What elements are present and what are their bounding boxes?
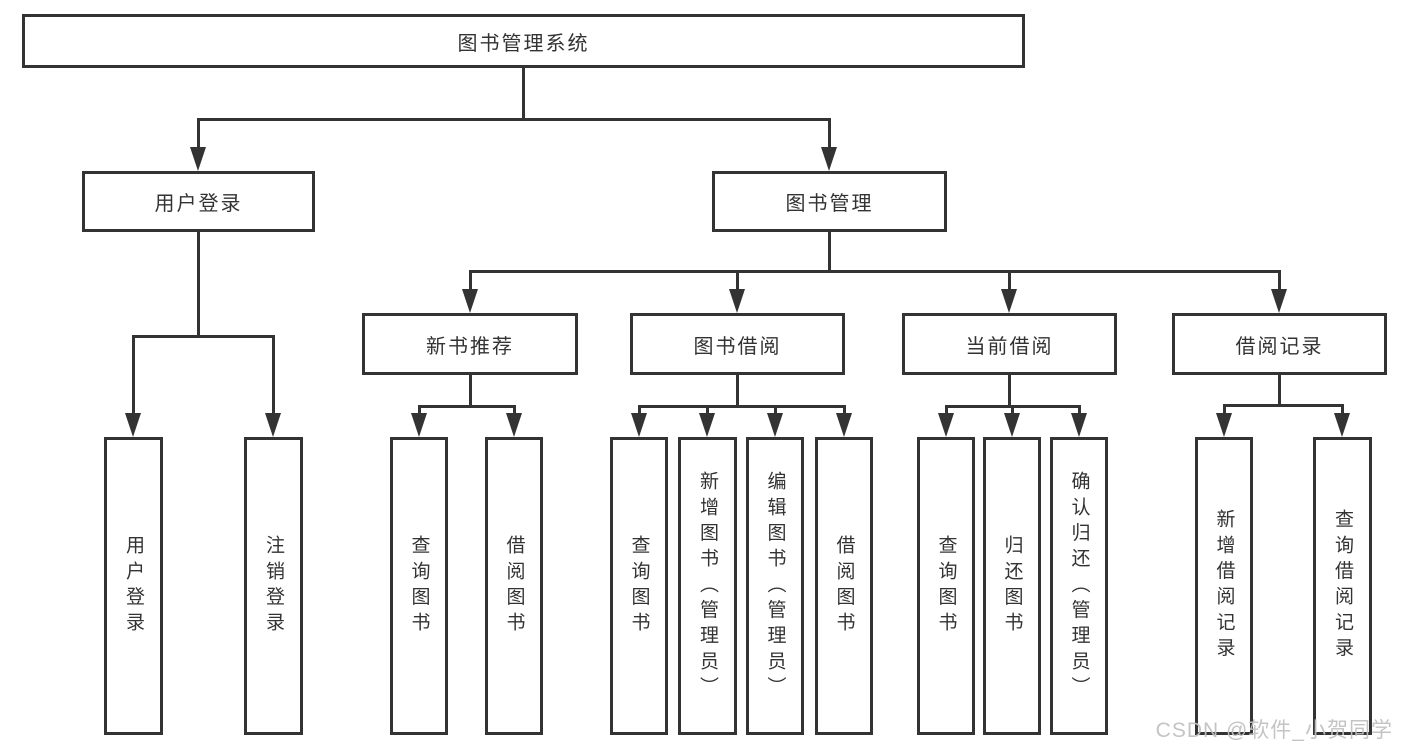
arrow-down-icon [1071,413,1087,437]
arrow-down-icon [190,147,206,171]
connector-vline [1223,404,1226,417]
arrow-down-icon [1004,413,1020,437]
leaf-edit-books-admin: 编辑图书（管理员） [746,437,804,735]
connector-hline [638,405,846,408]
node-user-login: 用户登录 [82,171,315,232]
connector-vline [945,405,948,417]
node-label: 借阅图书 [833,534,855,638]
leaf-add-books-admin: 新增图书（管理员） [678,437,737,735]
arrow-down-icon [836,413,852,437]
node-label: 查询借阅记录 [1332,509,1353,663]
arrow-down-icon [506,413,522,437]
node-book-borrowing: 图书借阅 [630,313,845,375]
connector-vline [132,335,135,417]
connector-vline [828,232,831,270]
node-label: 查询图书 [935,534,957,638]
arrow-down-icon [699,413,715,437]
node-label: 新书推荐 [426,335,514,358]
connector-vline [736,375,739,405]
connector-vline [1078,405,1081,417]
node-label: 图书借阅 [693,335,782,358]
connector-vline [522,68,525,118]
connector-vline [706,405,709,417]
arrow-down-icon [411,413,427,437]
leaf-query-borrow-record: 查询借阅记录 [1313,437,1372,735]
node-label: 用户登录 [154,193,243,215]
connector-vline [469,270,472,293]
node-label: 当前借阅 [965,335,1054,358]
leaf-borrow-books-recommend: 借阅图书 [485,437,543,735]
node-library-system: 图书管理系统 [22,14,1025,68]
node-label: 借阅图书 [503,534,525,638]
node-label: 用户登录 [123,534,144,638]
connector-hline [1223,404,1344,407]
connector-vline [1008,270,1011,293]
node-book-management: 图书管理 [712,171,947,232]
leaf-query-books-borrowing: 查询图书 [610,437,668,735]
connector-hline [132,335,274,338]
node-label: 查询图书 [628,534,650,638]
arrow-down-icon [767,413,783,437]
node-label: 借阅记录 [1235,335,1324,358]
arrow-down-icon [265,413,281,437]
node-current-borrowing: 当前借阅 [902,313,1117,375]
leaf-return-books: 归还图书 [983,437,1041,735]
leaf-logout: 注销登录 [244,437,303,735]
arrow-down-icon [1001,289,1017,313]
node-label: 确认归还（管理员） [1068,470,1090,702]
connector-vline [1278,270,1281,293]
connector-vline [1008,375,1011,405]
node-label: 新增图书（管理员） [697,470,718,702]
connector-vline [638,405,641,417]
connector-vline [843,405,846,417]
connector-hline [198,118,831,121]
node-label: 查询图书 [408,534,430,638]
leaf-query-books-current: 查询图书 [917,437,975,735]
connector-vline [828,118,831,151]
leaf-user-login: 用户登录 [104,437,163,735]
node-new-book-recommendation: 新书推荐 [362,313,578,375]
connector-hline [418,405,516,408]
node-label: 图书管理 [785,193,874,215]
connector-vline [1341,404,1344,417]
arrow-down-icon [125,413,141,437]
arrow-down-icon [1216,413,1232,437]
watermark: CSDN @软件_小贺同学 [1155,719,1393,742]
node-label: 编辑图书（管理员） [764,470,786,702]
arrow-down-icon [1334,413,1350,437]
leaf-confirm-return-admin: 确认归还（管理员） [1050,437,1108,735]
arrow-down-icon [938,413,954,437]
connector-vline [197,118,200,151]
arrow-down-icon [631,413,647,437]
connector-vline [418,405,421,417]
connector-vline [774,405,777,417]
arrow-down-icon [1271,289,1287,313]
connector-vline [272,335,275,417]
node-label: 归还图书 [1001,534,1023,638]
arrow-down-icon [821,147,837,171]
arrow-down-icon [462,289,478,313]
arrow-down-icon [729,289,745,313]
connector-vline [736,270,739,293]
node-label: 新增借阅记录 [1213,509,1235,663]
node-borrowing-records: 借阅记录 [1172,313,1387,375]
leaf-add-borrow-record: 新增借阅记录 [1195,437,1253,735]
connector-vline [1278,375,1281,405]
node-label: 图书管理系统 [457,32,590,55]
connector-vline [513,405,516,417]
node-label: 注销登录 [263,534,284,638]
connector-vline [1011,405,1014,417]
connector-hline [469,270,1281,273]
connector-vline [197,232,200,335]
connector-vline [469,375,472,405]
leaf-query-books-recommend: 查询图书 [390,437,448,735]
leaf-borrow-books-borrowing: 借阅图书 [815,437,873,735]
